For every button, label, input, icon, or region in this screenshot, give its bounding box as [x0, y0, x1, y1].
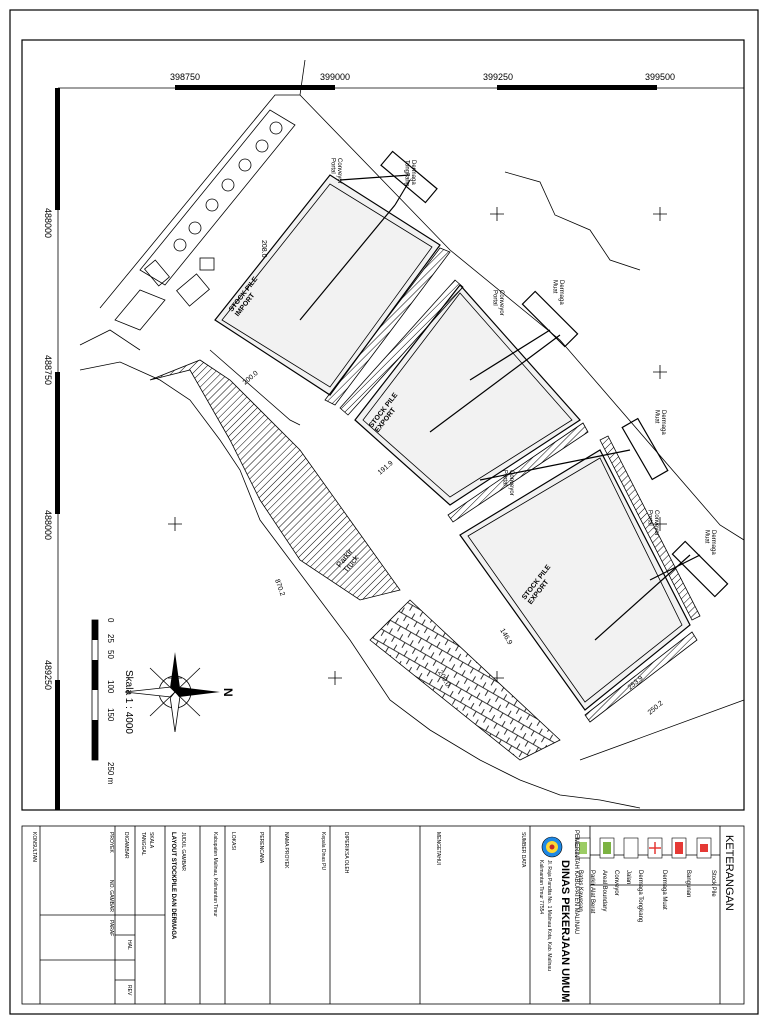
label-conveyor-3: ConveyorPortal	[501, 470, 514, 496]
paving-area	[369, 599, 561, 761]
coord-y-1: 488000	[43, 208, 53, 238]
tb-judul-value: LAYOUT STOCKPILE DAN DERMAGA	[170, 832, 176, 940]
tb-mengetahui: MENGETAHUI	[435, 832, 441, 865]
legend-item-9: Batas Kawasan	[577, 870, 583, 912]
coord-y-3: 488000	[43, 510, 53, 540]
stockpile-import	[214, 174, 451, 406]
scale-bar	[91, 619, 99, 761]
dim-5: 870.2	[273, 578, 286, 597]
legend-item-6: Conveyor	[613, 870, 619, 896]
coord-x-4: 399500	[645, 72, 675, 82]
conveyors	[339, 174, 701, 581]
legend-item-1: Stock Pile	[710, 870, 716, 897]
agency-line-4: Kalimantan Timur 77554	[538, 860, 544, 914]
scale-tick-100: 100	[106, 680, 115, 694]
coord-y-4: 489250	[43, 660, 53, 690]
legend-item-8: Parkir Alat Berat	[589, 870, 595, 914]
dim-2: 208.0	[260, 240, 267, 258]
agency-logo-icon	[541, 836, 563, 858]
tb-hal: HAL	[126, 940, 132, 950]
label-dermaga-4: DermagaMuat	[703, 530, 716, 555]
map-frame	[21, 39, 745, 811]
tb-sumber: SUMBER DATA	[520, 832, 526, 868]
legend-item-2: Bangunan	[685, 870, 691, 897]
dim-1: 200.0	[242, 370, 260, 387]
tb-lokasi: LOKASI	[230, 832, 236, 850]
tb-kepala: Kepala Dinas PU	[320, 832, 326, 870]
label-dermaga-3: DermagaMuat	[653, 410, 666, 435]
legend-title: KETERANGAN	[723, 835, 735, 911]
legend-item-5: Jalan	[625, 870, 631, 884]
tb-paraf: PARAF	[108, 920, 114, 936]
tb-digambar: DIGAMBAR	[123, 832, 129, 859]
tb-judul: JUDUL GAMBAR	[180, 832, 186, 871]
dim-3: 191.9	[377, 460, 395, 477]
dim-8: 250.2	[647, 700, 665, 717]
label-dermaga-1: DermagaTongkang	[403, 160, 416, 186]
north-arrow-icon	[124, 652, 220, 733]
scale-tick-25: 25	[106, 634, 115, 643]
tb-rev: REV	[126, 985, 132, 996]
coord-y-2: 488750	[43, 355, 53, 385]
coord-x-3: 399250	[483, 72, 513, 82]
outer-border	[9, 9, 759, 1015]
label-conveyor-4: ConveyorPortal	[646, 510, 659, 536]
agency-line-1: PEMERINTAH KABUPATEN MALINAU	[573, 830, 579, 934]
legend-item-7: Areal Boundary	[601, 870, 607, 911]
stockpile-export-2	[459, 435, 701, 723]
tb-nama-proyek: NAMA PROYEK	[283, 832, 289, 869]
jetties	[380, 150, 729, 598]
label-conveyor-2: ConveyorPortal	[491, 290, 504, 316]
coord-x-2: 399000	[320, 72, 350, 82]
scale-tick-0: 0	[106, 618, 115, 623]
building-strip	[114, 109, 296, 331]
tb-konsultan: KONSULTAN	[31, 832, 37, 862]
scale-tick-250: 250 m	[106, 762, 115, 785]
legend-item-4: Dermaga Tongkang	[637, 870, 643, 922]
label-dermaga-2: DermagaMuat	[551, 280, 564, 305]
agency-line-3: Jl. Raja Pandita No. 1 Malinau Kota, Kab…	[546, 860, 552, 971]
scale-tick-50: 50	[106, 650, 115, 659]
coordinate-bar-top	[58, 85, 744, 90]
label-conveyor-1: ConveyorPortal	[329, 158, 342, 184]
tb-skala: SKALA	[148, 832, 154, 849]
legend-item-3: Dermaga Muat	[661, 870, 667, 910]
dim-6: 146.9	[498, 628, 513, 647]
tb-perencana: PERENCANA	[258, 832, 264, 864]
tb-tanggal: TANGGAL	[140, 832, 146, 856]
north-label: N	[221, 688, 235, 697]
parking-area	[149, 359, 401, 601]
tb-no-gambar: NO. GAMBAR	[108, 880, 114, 912]
scale-tick-150: 150	[106, 708, 115, 722]
river-line	[504, 171, 641, 271]
scale-label: Skala 1 : 4000	[123, 670, 134, 734]
coordinate-bar-left	[55, 88, 60, 810]
agency-line-2: DINAS PEKERJAAN UMUM	[559, 860, 571, 1002]
tb-lokasi-value: Kabupaten Malinau, Kalimantan Timur	[212, 832, 218, 917]
legend-swatches	[575, 837, 712, 859]
dim-4: 253.9	[627, 675, 645, 692]
coord-x-1: 398750	[170, 72, 200, 82]
tb-diperiksa: DIPERIKSA OLEH	[343, 832, 349, 874]
site-boundary	[79, 59, 745, 809]
tb-proyek: PROYEK	[108, 832, 114, 854]
